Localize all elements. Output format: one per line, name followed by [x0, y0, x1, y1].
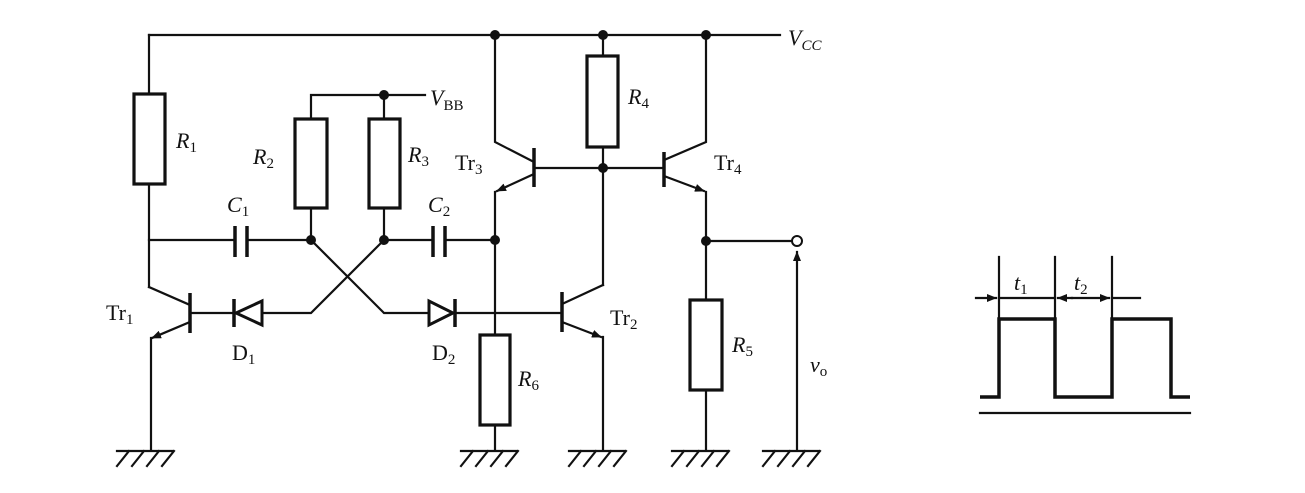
label-c1: C1 — [227, 192, 249, 220]
label-vbb: VBB — [430, 85, 463, 114]
cross-wire-d1 — [188, 238, 386, 315]
diode-d2 — [427, 298, 457, 328]
resistor-r1 — [132, 92, 167, 186]
capacitor-c1 — [233, 226, 249, 257]
capacitor-c2 — [431, 226, 447, 257]
junction — [598, 163, 608, 173]
diode-d1 — [232, 298, 264, 328]
label-t2: t2 — [1074, 270, 1088, 298]
ground-icon — [761, 449, 822, 468]
label-tr1: Tr1 — [106, 300, 134, 328]
label-t1: t1 — [1014, 270, 1028, 298]
label-r2: R2 — [252, 144, 274, 172]
tr1-collector — [147, 285, 192, 307]
resistor-r3 — [367, 117, 402, 210]
label-vcc: VCC — [788, 25, 822, 54]
ground-icon — [115, 449, 176, 468]
label-d2: D2 — [432, 340, 455, 368]
tr3-emitter — [495, 172, 536, 193]
label-r1: R1 — [175, 128, 197, 156]
ground-icon — [567, 449, 628, 468]
resistor-r2 — [293, 117, 329, 210]
label-r4: R4 — [627, 84, 649, 112]
tr1-emitter — [150, 320, 192, 340]
label-tr3: Tr3 — [455, 150, 483, 178]
junction — [379, 90, 389, 100]
label-d1: D1 — [232, 340, 255, 368]
label-r5: R5 — [731, 332, 753, 360]
ground-icon — [459, 449, 520, 468]
tr2-emitter — [560, 320, 603, 339]
resistor-r4 — [585, 54, 620, 149]
label-c2: C2 — [428, 192, 450, 220]
resistor-r5 — [688, 298, 724, 392]
label-r3: R3 — [407, 142, 429, 170]
tr3-collector — [493, 33, 536, 164]
label-vo: vo — [810, 352, 827, 380]
tr4-collector — [662, 33, 708, 162]
cross-wire-d2 — [309, 238, 564, 315]
waveform-markers — [997, 255, 1114, 321]
output-waveform: t1 t2 — [974, 255, 1192, 415]
label-r6: R6 — [517, 366, 539, 394]
label-tr4: Tr4 — [714, 150, 742, 178]
output-terminal — [791, 235, 803, 247]
tr2-collector — [560, 283, 605, 306]
tr4-emitter — [662, 174, 706, 193]
ground-icon — [670, 449, 731, 468]
ground-symbols — [115, 449, 822, 468]
resistor-r6 — [478, 333, 512, 427]
label-tr2: Tr2 — [610, 305, 638, 333]
pulse-train — [980, 317, 1190, 399]
